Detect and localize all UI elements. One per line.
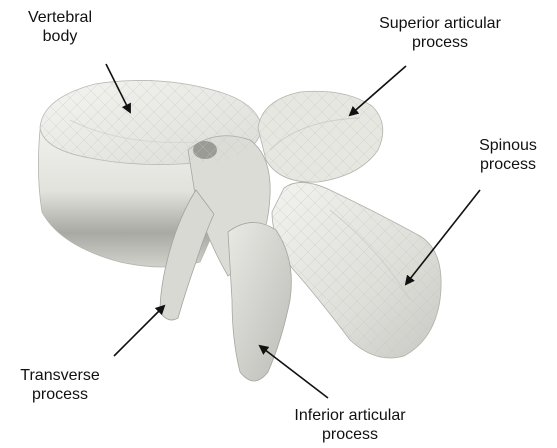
- label-inferior-articular-process: Inferior articular process: [270, 406, 430, 444]
- label-line-1: Vertebral: [20, 8, 100, 27]
- label-line-2: body: [20, 27, 100, 46]
- label-line-2: process: [10, 385, 110, 404]
- arrow-inferior-articular-process: [260, 346, 328, 398]
- label-spinous-process: Spinous process: [468, 136, 548, 174]
- label-line-2: process: [360, 33, 520, 52]
- label-line-1: Spinous: [468, 136, 548, 155]
- label-line-1: Superior articular: [360, 14, 520, 33]
- arrow-transverse-process: [114, 306, 164, 356]
- label-transverse-process: Transverse process: [10, 366, 110, 404]
- label-superior-articular-process: Superior articular process: [360, 14, 520, 52]
- label-line-1: Transverse: [10, 366, 110, 385]
- label-line-2: process: [468, 155, 548, 174]
- vertebra-model: [38, 80, 441, 381]
- label-line-2: process: [270, 425, 430, 444]
- label-line-1: Inferior articular: [270, 406, 430, 425]
- arrow-superior-articular-process: [350, 66, 406, 115]
- label-vertebral-body: Vertebral body: [20, 8, 100, 46]
